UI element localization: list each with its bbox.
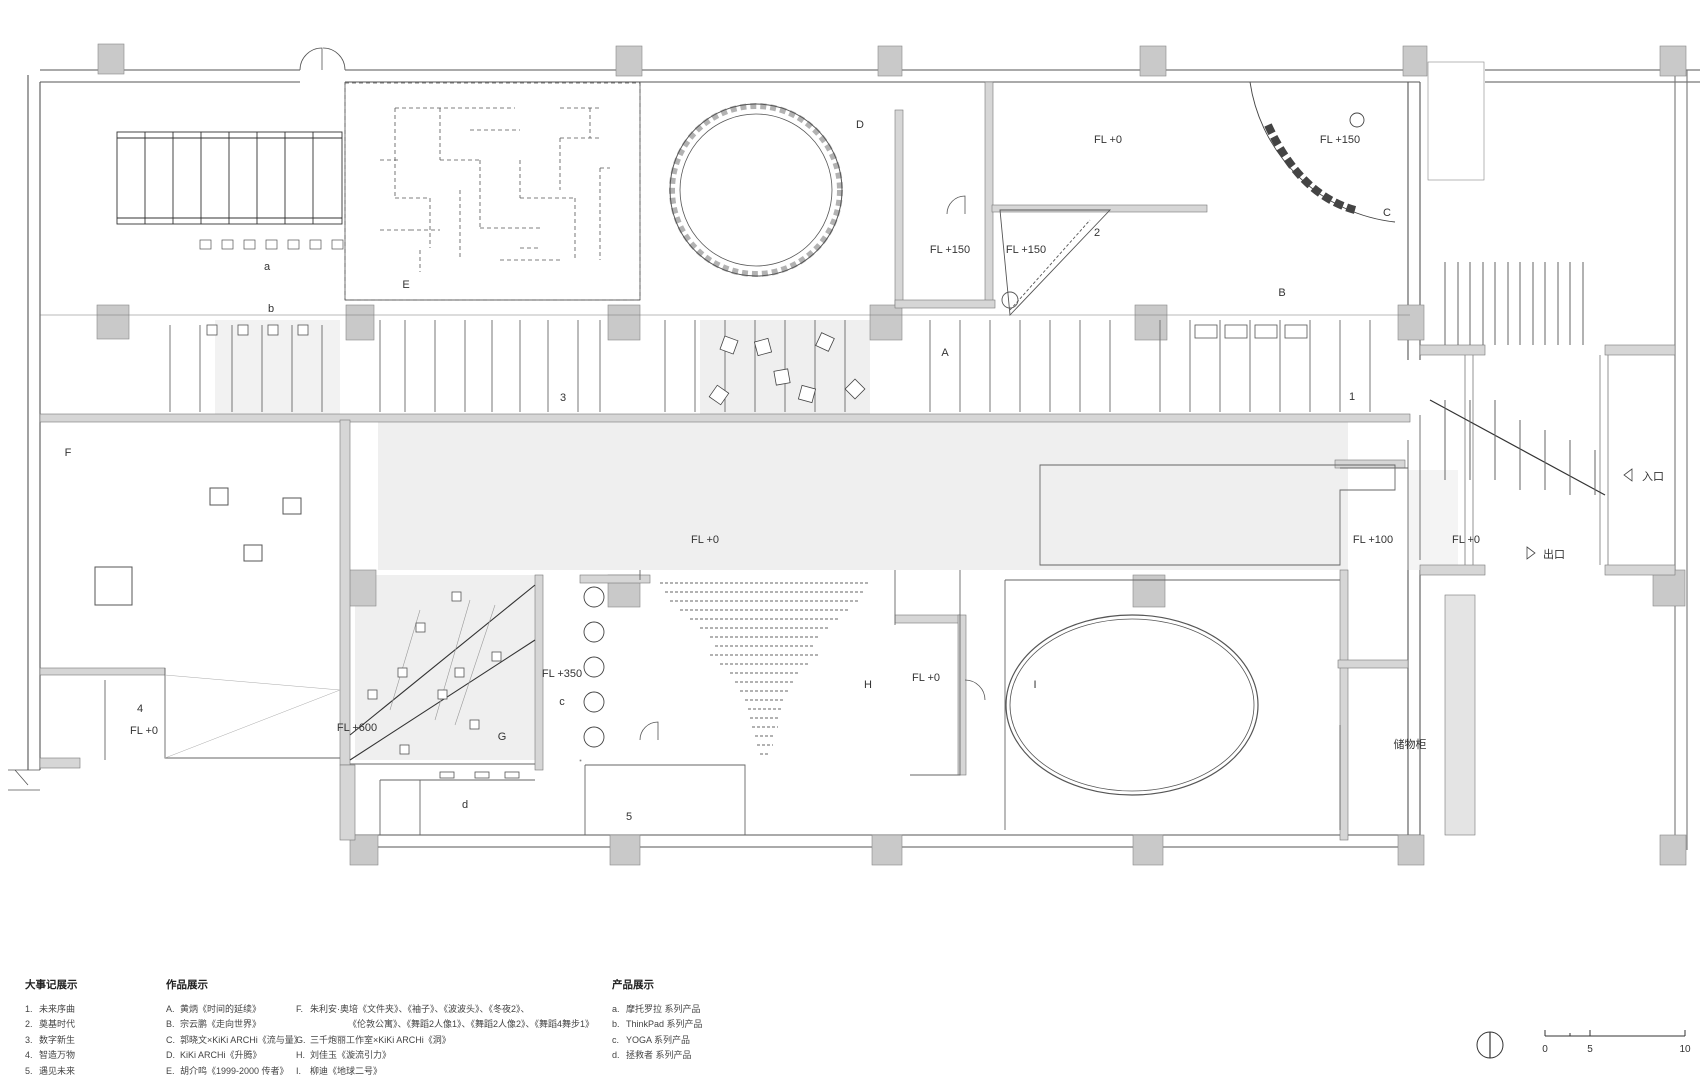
lockers-sign: 储物柜 (1394, 737, 1427, 751)
fl-stair: FL +600 (337, 722, 377, 734)
fl-small-b: FL +150 (1006, 244, 1046, 256)
scale-tick-0: 0 (1542, 1044, 1548, 1055)
legend-row: 《伦敦公寓》、《舞蹈2人像1》、《舞蹈2人像2》、《舞蹈4舞步1》 (348, 1019, 595, 1029)
zone-labels: a b c d A B C D E F G H I 1 2 3 4 5 (65, 119, 1391, 823)
wayfinding-signs: 入口 出口 储物柜 (1394, 468, 1664, 751)
fl-ramp: FL +100 (1353, 534, 1393, 546)
zone-3-label: 3 (560, 392, 566, 404)
shaded-floor (215, 320, 1458, 760)
exhibit-e-maze (344, 82, 641, 301)
legend-products-title: 产品展示 (612, 979, 654, 991)
exhibit-f-artworks (94, 487, 302, 606)
exhibit-2-ramp (999, 209, 1112, 317)
legend-row: b.ThinkPad 系列产品 (612, 1019, 703, 1029)
zone-1-label: 1 (1349, 391, 1355, 403)
legend-row: D.KiKi ARCHi《升腾》 (166, 1050, 262, 1060)
legend-row: I.柳迪《地球二号》 (296, 1065, 383, 1076)
legend-row: 5.遇见未来 (25, 1065, 76, 1076)
product-display-d (439, 771, 520, 779)
entrance-stairs (1429, 262, 1606, 496)
legend-milestones: 大事记展示 1.未来序曲 2.奠基时代 3.数字新生 4.智造万物 5.遇见未来 (25, 978, 78, 1079)
scale-bar: 0 5 10 (1476, 1030, 1691, 1059)
interior-walls (39, 81, 1676, 841)
legend-milestones-title: 大事记展示 (25, 979, 78, 991)
exit-sign: 出口 (1543, 547, 1565, 561)
fl-small-a: FL +150 (930, 244, 970, 256)
legend-row: H.刘佳玉《漩流引力》 (296, 1050, 392, 1060)
legend-row: d.拯救者 系列产品 (612, 1050, 692, 1060)
exhibit-h-rows (660, 582, 870, 755)
exhibit-g-stair (349, 584, 536, 761)
legend-works-col1: A.黄炳《时间的延续》 B.宗云鹏《走向世界》 C.郭晓文×KiKi ARCHi… (166, 1002, 303, 1080)
exit-arrow-icon (1526, 546, 1536, 560)
product-display-a-devices (199, 239, 344, 250)
outer-walls (27, 69, 1700, 850)
zone-4-label: 4 (137, 703, 143, 715)
zone-F-label: F (65, 447, 72, 459)
legend-row: 4.智造万物 (25, 1050, 76, 1060)
legend-row: F.朱利安·奥培《文件夹》、《袖子》、《波波头》、《冬夜2》、 (296, 1003, 530, 1014)
zone-b-label: b (268, 303, 274, 315)
legend-row: 2.奠基时代 (25, 1019, 76, 1029)
scale-tick-5: 5 (1587, 1044, 1593, 1055)
legend-row: c.YOGA 系列产品 (612, 1034, 691, 1045)
legend-row: 3.数字新生 (25, 1034, 76, 1045)
slat-wall-row (169, 320, 1371, 412)
legend-row: C.郭晓文×KiKi ARCHi《流与量》 (166, 1034, 303, 1045)
fl-room4: FL +0 (130, 725, 158, 737)
floor-level-labels: FL +0 FL +0 FL +150 FL +150 FL +150 FL +… (130, 134, 1480, 737)
entrance-arrow-icon (1623, 468, 1633, 482)
zone-5-label: 5 (626, 811, 632, 823)
legend-row: 1.未来序曲 (25, 1003, 76, 1014)
fl-exit-room: FL +0 (1452, 534, 1480, 546)
zone-2-label: 2 (1094, 227, 1100, 239)
legend-row: G.三千炮丽工作室×KiKi ARCHi《洞》 (296, 1034, 451, 1045)
product-display-b-frames (206, 324, 1308, 339)
fl-top-mid: FL +0 (1094, 134, 1122, 146)
zone-G-label: G (498, 731, 507, 743)
fl-room-h: FL +0 (912, 672, 940, 684)
zone-C-label: C (1383, 207, 1391, 219)
zone-a-label: a (264, 261, 271, 273)
zone-B-label: B (1278, 287, 1285, 299)
exhibit-i-ellipse (1005, 614, 1259, 796)
structural-columns (96, 43, 1687, 866)
product-display-c (583, 586, 605, 748)
exhibit-d-ring (669, 103, 843, 277)
legend-works: 作品展示 A.黄炳《时间的延续》 B.宗云鹏《走向世界》 C.郭晓文×KiKi … (166, 978, 594, 1079)
legend-works-title: 作品展示 (166, 979, 208, 991)
exhibit-g-objects (367, 591, 502, 755)
scale-tick-10: 10 (1679, 1044, 1691, 1055)
legend-row: B.宗云鹏《走向世界》 (166, 1019, 262, 1029)
door-swings (8, 47, 986, 791)
product-display-a (116, 131, 343, 225)
zone-c-label: c (559, 696, 565, 708)
legend-row: A.黄炳《时间的延续》 (166, 1003, 262, 1014)
zone-I-label: I (1033, 679, 1036, 691)
zone-A-label: A (941, 347, 949, 359)
zone-E-label: E (402, 279, 409, 291)
zone-H-label: H (864, 679, 872, 691)
fl-main: FL +0 (691, 534, 719, 546)
entrance-sign: 入口 (1642, 471, 1664, 483)
legend-works-col2: F.朱利安·奥培《文件夹》、《袖子》、《波波头》、《冬夜2》、 《伦敦公寓》、《… (296, 1002, 594, 1080)
exhibit-c-arc (1249, 81, 1396, 223)
zone-D-label: D (856, 119, 864, 131)
legend-row: E.胡介鸣《1999-2000 传者》 (166, 1065, 289, 1076)
legend-row: a.摩托罗拉 系列产品 (612, 1003, 701, 1014)
exhibit-a-objects (708, 332, 866, 406)
fl-room-c: FL +350 (542, 668, 582, 680)
zone-d-label: d (462, 799, 468, 811)
fl-top-right: FL +150 (1320, 134, 1360, 146)
legend-products: 产品展示 a.摩托罗拉 系列产品 b.ThinkPad 系列产品 c.YOGA … (612, 978, 703, 1064)
